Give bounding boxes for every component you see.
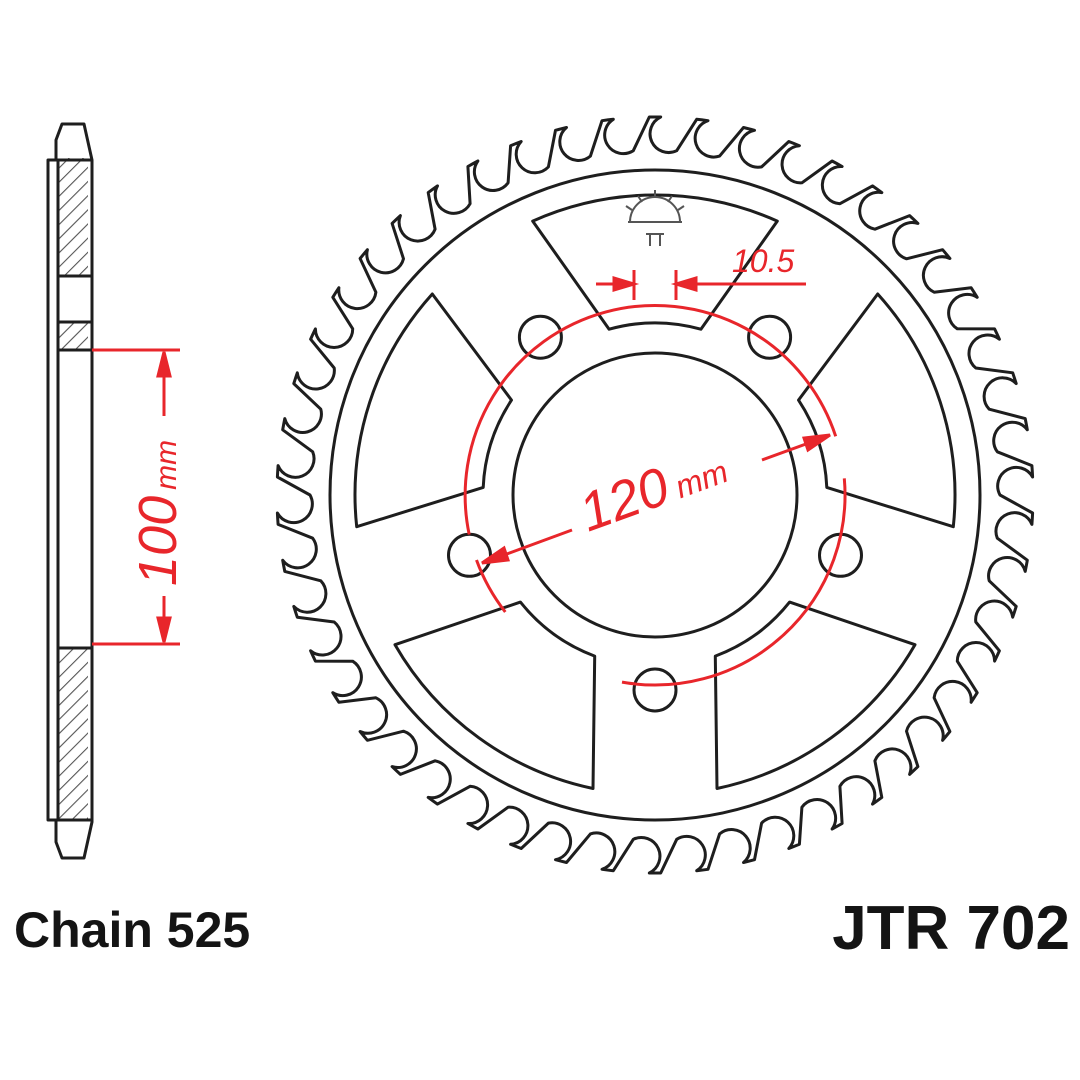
manufacturer-logo-icon — [625, 190, 685, 246]
sprocket-front-view — [275, 115, 1035, 875]
sprocket-teeth-outline — [275, 115, 1035, 875]
lightening-window — [393, 600, 597, 790]
bolt-circle-arc-left — [475, 559, 507, 613]
bolt-hole — [517, 314, 563, 360]
hole-dimension-label: 10.5 — [732, 243, 794, 279]
lightening-window — [531, 193, 779, 331]
bolt-circle-arrow-right — [801, 433, 831, 453]
bolt-circle-dimension-label: 120mm — [572, 435, 735, 543]
lightening-windows — [353, 193, 957, 790]
part-number-label: JTR 702 — [832, 894, 1070, 963]
lightening-window — [713, 600, 917, 790]
center-bore-circle — [511, 351, 799, 639]
sprocket-side-profile — [46, 122, 94, 860]
sprocket-rim-circle — [328, 168, 982, 822]
bolt-circle-arc-lower — [621, 478, 847, 687]
hatched-section-top — [58, 158, 88, 276]
hatched-section-upper-hub — [58, 322, 88, 350]
bore-arrow-bottom — [156, 616, 172, 643]
bolt-circle-arc-upper — [463, 303, 838, 535]
front-dimensions: 120mm 10.5 — [463, 243, 847, 687]
bore-arrow-top — [156, 351, 172, 378]
bolt-hole — [747, 314, 793, 360]
bolt-hole — [632, 667, 678, 713]
bore-dimension-label: 100mm — [128, 440, 188, 586]
lightening-window — [797, 292, 957, 529]
chain-size-label: Chain 525 — [14, 902, 251, 958]
hole-arrow-right — [670, 275, 698, 293]
hatched-section-bottom — [58, 648, 88, 820]
hole-arrow-left — [612, 275, 640, 293]
lightening-window — [353, 292, 513, 529]
bolt-circle-arrow-left — [481, 545, 511, 565]
bore-dimension: 100mm — [92, 348, 188, 646]
bolt-hole — [447, 532, 492, 578]
